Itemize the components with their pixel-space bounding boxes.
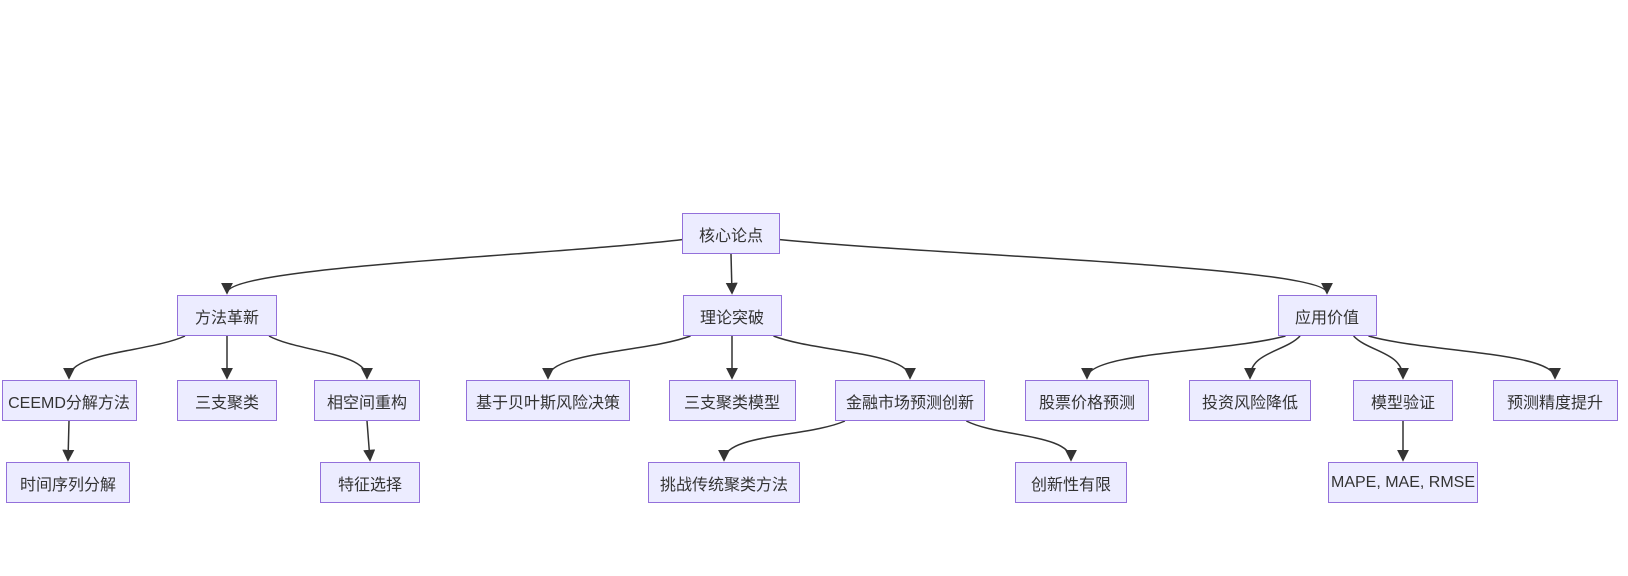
node-risk: 投资风险降低 (1189, 380, 1311, 421)
node-label: 应用价值 (1294, 309, 1359, 327)
node-label: 预测精度提升 (1506, 394, 1603, 412)
node-label: 股票价格预测 (1038, 394, 1135, 412)
node-bayes: 基于贝叶斯风险决策 (466, 380, 630, 421)
node-label: 方法革新 (194, 309, 259, 327)
node-label: 基于贝叶斯风险决策 (475, 394, 620, 412)
node-label: 相空间重构 (326, 394, 407, 412)
node-ceemd: CEEMD分解方法 (1, 380, 137, 421)
node-label: 金融市场预测创新 (845, 394, 974, 412)
edge-method-to-phase (268, 335, 373, 380)
node-label: 创新性有限 (1030, 476, 1111, 494)
edge-value-to-stock (1081, 335, 1286, 380)
node-tsdecomp: 时间序列分解 (6, 462, 130, 503)
edge-value-to-risk (1244, 335, 1301, 380)
edge-value-to-precision (1368, 335, 1561, 380)
node-precision: 预测精度提升 (1492, 380, 1618, 421)
node-label: 核心论点 (698, 227, 763, 245)
edge-value-to-validate (1353, 335, 1409, 380)
node-theory: 理论突破 (682, 295, 782, 336)
edge-method-to-ceemd (63, 335, 186, 380)
node-feature: 特征选择 (320, 462, 420, 503)
node-stock: 股票价格预测 (1025, 380, 1149, 421)
node-label: 理论突破 (699, 309, 764, 327)
edge-group (62, 238, 1561, 462)
edge-phase-to-feature (363, 420, 376, 462)
edge-core-to-theory (725, 253, 738, 295)
node-value: 应用价值 (1277, 295, 1377, 336)
node-phase: 相空间重构 (314, 380, 420, 421)
node-label: 模型验证 (1370, 394, 1435, 412)
edge-ceemd-to-tsdecomp (62, 420, 75, 462)
node-core: 核心论点 (682, 213, 780, 254)
node-metrics: MAPE, MAE, RMSE (1328, 462, 1478, 503)
node-twmodel: 三支聚类模型 (668, 380, 796, 421)
node-fininnov: 金融市场预测创新 (835, 380, 985, 421)
edge-fininnov-to-limited (966, 420, 1077, 462)
node-label: CEEMD分解方法 (8, 394, 130, 412)
node-challenge: 挑战传统聚类方法 (648, 462, 800, 503)
node-limited: 创新性有限 (1015, 462, 1127, 503)
node-label: 特征选择 (337, 476, 402, 494)
edge-core-to-method (221, 238, 683, 295)
node-label: 三支聚类模型 (683, 394, 780, 412)
edge-core-to-value (779, 238, 1333, 295)
node-label: 时间序列分解 (19, 476, 116, 494)
node-validate: 模型验证 (1353, 380, 1453, 421)
node-label: 投资风险降低 (1201, 394, 1298, 412)
edge-theory-to-bayes (542, 335, 691, 380)
edge-fininnov-to-challenge (718, 420, 846, 462)
node-label: 挑战传统聚类方法 (659, 476, 788, 494)
node-label: MAPE, MAE, RMSE (1330, 473, 1476, 491)
edge-theory-to-fininnov (773, 335, 916, 380)
node-label: 三支聚类 (194, 394, 259, 412)
node-method: 方法革新 (177, 295, 277, 336)
node-threeway: 三支聚类 (177, 380, 277, 421)
